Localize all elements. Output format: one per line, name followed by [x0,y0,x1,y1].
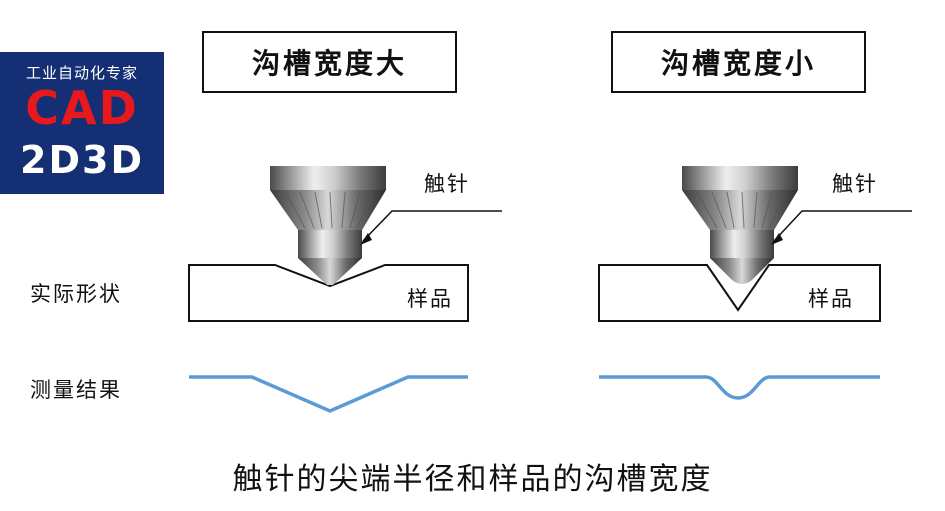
probe-pointer-left [362,210,502,242]
probe-left [270,166,386,285]
diagram-caption: 触针的尖端半径和样品的沟槽宽度 [232,462,713,497]
profile-line-right [599,375,880,400]
logo-badge: 工业自动化专家 CAD 2D3D [0,52,164,194]
title-wide-groove: 沟槽宽度大 [202,31,457,93]
logo-tagline: 工业自动化专家 [25,64,138,82]
sample-block-right [598,264,881,322]
label-probe-right: 触针 [832,172,878,196]
probe-right [682,166,798,284]
sample-block-left [188,264,469,322]
label-probe-left: 触针 [424,172,470,196]
logo-sub: 2D3D [20,138,144,182]
title-narrow-groove: 沟槽宽度小 [611,31,866,93]
label-sample-left: 样品 [407,287,453,311]
probe-pointer-right [773,210,912,242]
profile-line-left [189,375,468,413]
label-sample-right: 样品 [808,287,854,311]
logo-brand: CAD [25,81,139,135]
label-actual-shape: 实际形状 [30,282,122,306]
label-measured-result: 测量结果 [30,378,122,402]
